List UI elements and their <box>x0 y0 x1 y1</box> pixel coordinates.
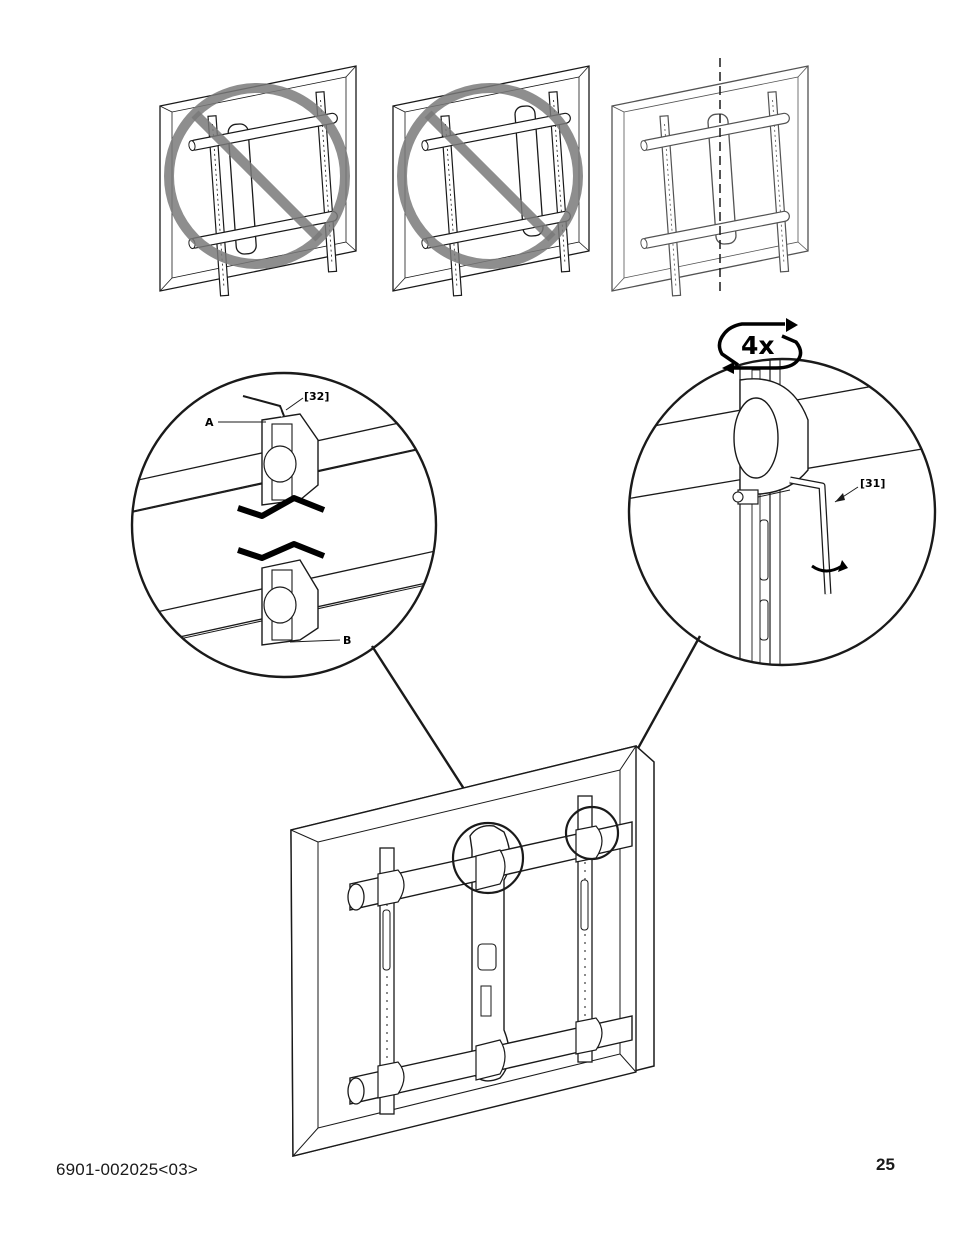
correct-panel <box>612 58 808 296</box>
incorrect-panel-1 <box>160 66 356 296</box>
label-point-a: A <box>205 416 214 429</box>
page-number: 25 <box>876 1155 895 1175</box>
incorrect-panel-2 <box>393 66 589 296</box>
label-part-31: [31] <box>860 477 885 490</box>
detail-circle-right <box>620 359 940 680</box>
detail-circle-left <box>120 373 440 677</box>
main-assembly <box>291 746 654 1156</box>
label-point-b: B <box>343 634 351 647</box>
label-part-32: [32] <box>304 390 329 403</box>
document-code: 6901-002025<03> <box>56 1160 198 1180</box>
repeat-count-label: 4x <box>741 331 775 360</box>
